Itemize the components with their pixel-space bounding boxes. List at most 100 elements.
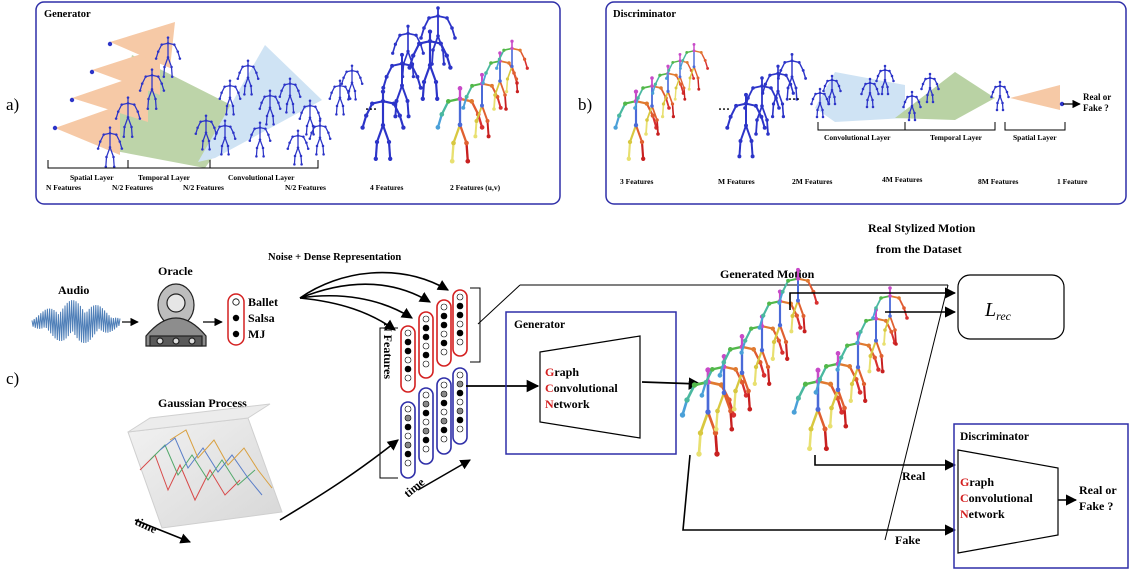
skeleton-joint — [802, 329, 807, 334]
skeleton-bone — [790, 315, 794, 332]
skeleton-bone — [374, 141, 379, 159]
skeleton-joint — [681, 58, 685, 62]
skeleton-joint — [427, 39, 433, 44]
panel-a-layer-temporal: Temporal Layer — [138, 173, 191, 182]
skeleton-joint — [771, 339, 777, 345]
skeleton-joint — [374, 139, 380, 145]
skeleton-joint — [418, 42, 423, 46]
skeleton-joint — [879, 296, 883, 300]
panel-a-feature-2uv: 2 Features (u,v) — [450, 183, 501, 192]
skeleton-joint — [873, 82, 876, 86]
feature-bit — [456, 320, 464, 328]
real-stylized-line1: Real Stylized Motion — [868, 221, 976, 235]
skeleton-bone — [208, 140, 211, 150]
skeleton-joint — [678, 75, 682, 79]
skeleton-joint — [427, 16, 431, 20]
panel-a-label: a) — [6, 95, 19, 114]
skeleton-joint — [770, 326, 775, 331]
skeleton — [218, 79, 242, 116]
skeleton-joint — [875, 87, 879, 91]
skeleton-joint — [705, 409, 711, 415]
skeleton-joint — [817, 377, 823, 382]
skeleton-bone — [823, 428, 828, 449]
generator-to-motion-arrow — [641, 377, 702, 390]
skeleton-joint — [714, 451, 720, 457]
skeleton-bone — [173, 44, 179, 52]
skeleton-joint — [879, 354, 884, 358]
skeleton-joint — [493, 93, 497, 97]
skeleton-bone — [506, 66, 513, 80]
skeleton-bone — [862, 383, 867, 401]
skeleton-joint — [721, 360, 727, 365]
skeleton-joint — [199, 120, 202, 124]
skeleton-joint — [849, 381, 855, 387]
skeleton-joint — [448, 65, 453, 70]
skeleton-bone — [772, 324, 782, 343]
skeleton-bone — [147, 88, 153, 100]
skeleton-joint — [991, 90, 995, 94]
feature-bit — [440, 408, 448, 416]
skeleton-joint — [213, 137, 217, 141]
feature-bit — [456, 371, 464, 379]
skeleton-bone — [875, 297, 882, 309]
skeleton-bone — [750, 140, 754, 157]
skeleton-joint — [879, 69, 882, 73]
skeleton-joint — [317, 111, 320, 115]
skeleton-joint — [771, 102, 776, 106]
skeleton-joint — [828, 95, 831, 99]
skeleton-joint — [498, 51, 502, 55]
feature-bit — [456, 338, 464, 346]
skeleton-joint — [150, 68, 154, 71]
skeleton-joint — [888, 294, 892, 298]
feature-bit — [422, 409, 430, 417]
skeleton-joint — [274, 95, 277, 99]
skeleton-joint — [166, 55, 170, 59]
skeleton-joint — [162, 75, 166, 79]
feature-bit — [422, 445, 430, 453]
skeleton-joint — [473, 134, 478, 139]
time-arrow-features — [417, 459, 471, 491]
skeleton-joint — [236, 77, 240, 81]
skeleton-joint — [818, 87, 822, 91]
feature-bit — [456, 416, 464, 424]
panel-b-output-line1: Real or — [1083, 92, 1111, 102]
skeleton-joint — [888, 286, 892, 290]
skeleton-joint — [871, 98, 874, 102]
skeleton-bone — [485, 62, 492, 74]
skeleton-bone — [297, 147, 302, 157]
skeleton-joint — [868, 354, 873, 358]
feature-bit — [440, 417, 448, 425]
input-joint — [52, 125, 58, 131]
skeleton-joint — [407, 65, 412, 70]
feature-bit — [440, 312, 448, 320]
skeleton-joint — [422, 26, 426, 30]
skeleton-bone — [654, 74, 661, 85]
skeleton-joint — [255, 146, 259, 150]
skeleton-joint — [790, 314, 795, 318]
skeleton-bone — [458, 124, 468, 144]
skeleton-bone — [442, 49, 445, 65]
skeleton-bone — [292, 103, 295, 113]
skeleton-bone — [494, 80, 501, 96]
skeleton-bone — [339, 97, 344, 107]
skeleton-joint — [449, 158, 455, 164]
skeleton-joint — [835, 79, 838, 83]
skeleton — [154, 36, 182, 79]
skeleton-joint — [659, 86, 663, 90]
skeleton-bone — [157, 44, 163, 52]
skeleton-bone — [511, 66, 518, 80]
skeleton-joint — [902, 105, 905, 109]
gp-to-features-arrow — [279, 439, 399, 521]
skeleton-joint — [258, 121, 262, 125]
skeleton-joint — [1001, 101, 1004, 105]
skeleton-bone — [167, 56, 173, 68]
skeleton — [138, 68, 166, 111]
skeleton-bone — [407, 51, 414, 65]
skeleton-bone — [818, 365, 828, 380]
skeleton-bone — [99, 134, 105, 142]
skeleton-bone — [761, 105, 768, 121]
skeleton-bone — [130, 126, 133, 137]
skeleton-joint — [154, 97, 157, 101]
skeleton-joint — [880, 369, 885, 374]
skeleton-joint — [390, 63, 395, 68]
